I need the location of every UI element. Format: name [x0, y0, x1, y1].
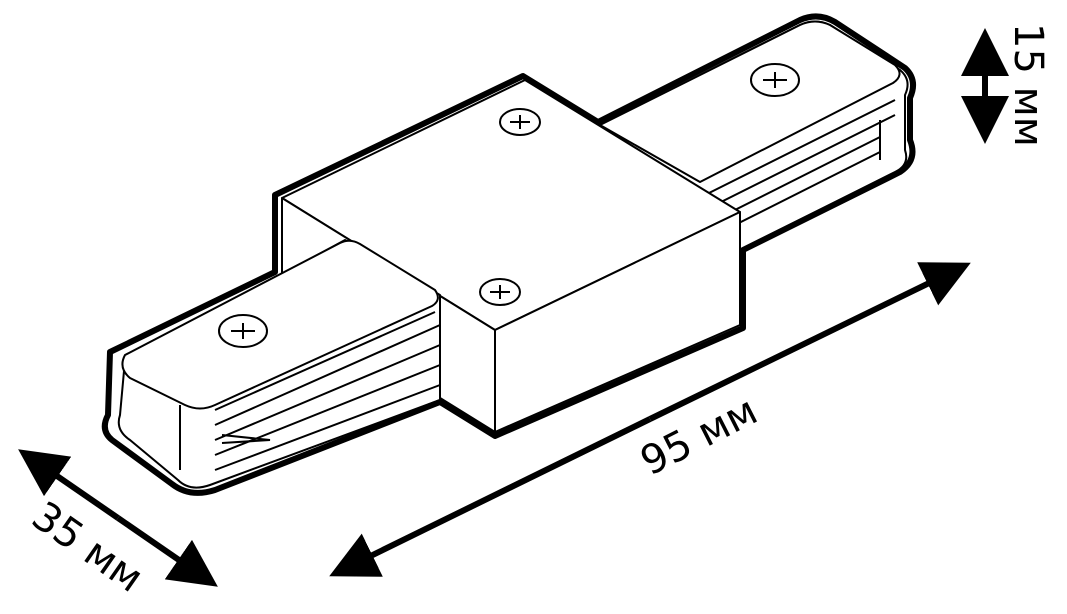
width-arrow	[18, 449, 120, 521]
right-rail	[599, 20, 909, 271]
length-label: 95 мм	[633, 388, 764, 485]
length-arrow	[329, 416, 652, 577]
screw-icon	[750, 63, 800, 97]
screw-icon	[218, 314, 268, 348]
left-rail	[117, 239, 441, 489]
screw-icon	[479, 278, 521, 306]
height-label: 15 мм	[1005, 23, 1051, 147]
screw-icon	[499, 108, 541, 136]
outline	[101, 13, 917, 496]
width-label: 35 мм	[23, 493, 151, 602]
